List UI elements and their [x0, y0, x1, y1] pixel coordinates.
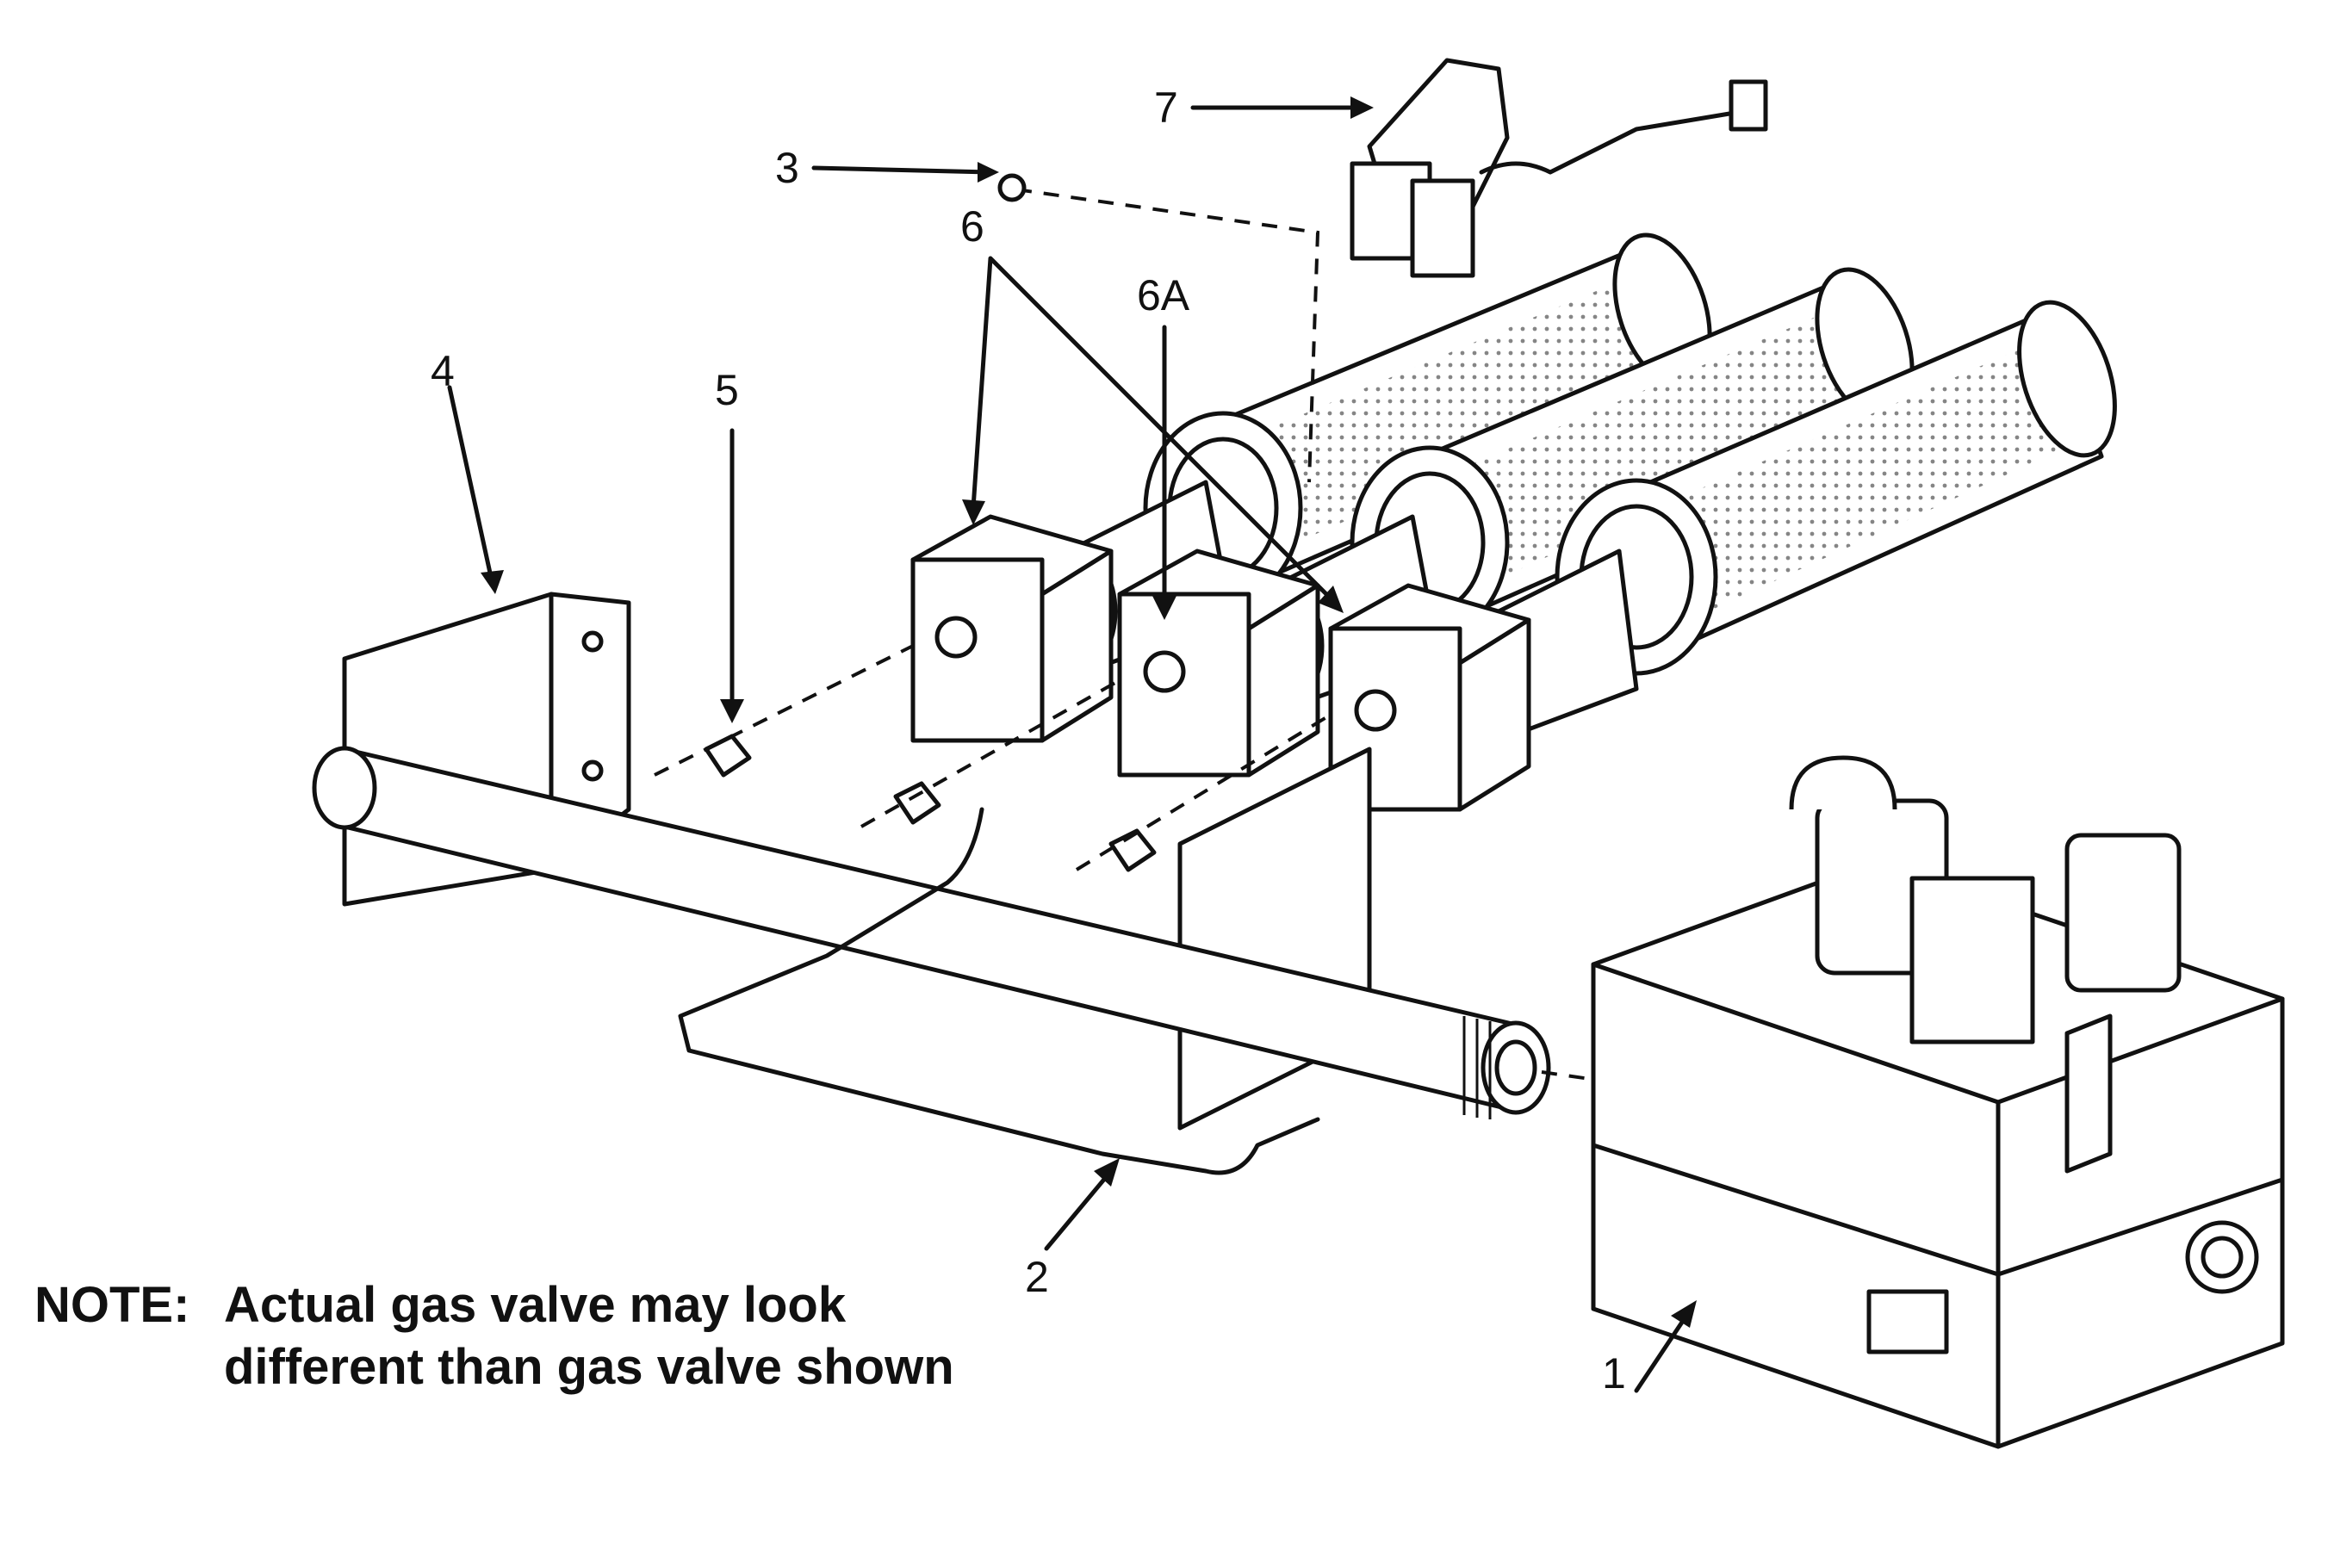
note-label: NOTE: — [34, 1277, 190, 1333]
callout-4: 4 — [431, 347, 455, 395]
callout-6: 6 — [960, 202, 984, 251]
leader-lines — [447, 96, 1697, 1393]
manifold-pipe — [312, 746, 1551, 1119]
callout-1: 1 — [1602, 1349, 1626, 1398]
callout-7: 7 — [1154, 84, 1178, 132]
callout-2: 2 — [1025, 1253, 1049, 1301]
burner-block — [1117, 548, 1320, 778]
burner-tube — [1555, 300, 2117, 676]
orifices — [704, 734, 1157, 872]
note-line-1: NOTE: Actual gas valve may look — [34, 1274, 954, 1336]
callout-5: 5 — [715, 366, 739, 414]
note: NOTE: Actual gas valve may look different… — [34, 1274, 954, 1398]
pilot-assembly — [997, 58, 1768, 278]
burner-blocks — [910, 514, 1531, 812]
right-bracket — [1177, 747, 1372, 1131]
note-text-2: different than gas valve shown — [224, 1339, 954, 1395]
callout-labels: 1 2 3 4 5 6 6A 7 — [431, 84, 1626, 1398]
callout-3: 3 — [775, 144, 799, 192]
pilot-tubing — [678, 807, 1320, 1175]
note-text-1: Actual gas valve may look — [224, 1277, 847, 1333]
callout-6A: 6A — [1137, 271, 1190, 319]
alignment-lines — [654, 188, 1603, 1082]
burner-block — [910, 514, 1114, 743]
gas-valve — [1591, 755, 2285, 1449]
